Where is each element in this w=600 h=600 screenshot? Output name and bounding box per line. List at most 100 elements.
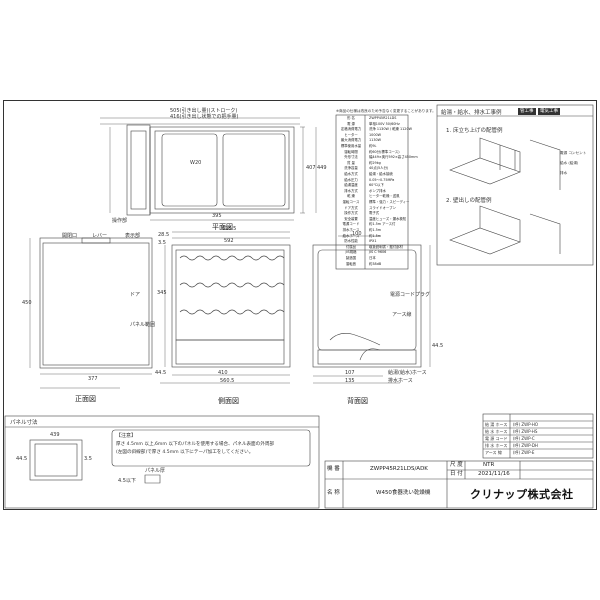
spec-row: 給水方式 給湯・給水接続 bbox=[336, 172, 408, 177]
spec-row: 運転時間約60分(標準コース) bbox=[336, 150, 408, 155]
plan-view-title: 平面図 bbox=[212, 223, 233, 231]
spec-value: ZWPP45R21LDS bbox=[369, 116, 397, 120]
legend-item-code: (呼) ZWP-HO bbox=[513, 421, 539, 427]
handle-note: 操作部 bbox=[112, 218, 128, 224]
spec-key: 形 名 bbox=[347, 116, 355, 120]
legend-item-code: (呼) ZWP-DH bbox=[513, 442, 538, 448]
spec-row: 給水ホース 約1.5m bbox=[336, 234, 408, 239]
legend-item-code: (呼) ZWP-C bbox=[513, 435, 535, 441]
spec-row: 乾 燥 ヒーター乾燥・送風 bbox=[336, 194, 408, 199]
spec-row: JIS規格 JIS C 9606 bbox=[336, 250, 408, 255]
spec-key: 付属品 bbox=[345, 244, 357, 249]
spec-key: 電 源 bbox=[347, 121, 355, 126]
dim-44-5-side: 44.5 bbox=[155, 370, 167, 376]
plumbing-sec2: 2. 壁出しの配管例 bbox=[446, 198, 492, 204]
plumbing-title: 給湯・給水、排水工事例 bbox=[441, 110, 502, 116]
spec-value: 単相100V 50/60Hz bbox=[369, 121, 400, 126]
dim-135: 135 bbox=[345, 378, 355, 384]
dim-28: 28.5 bbox=[158, 232, 170, 238]
spec-value: JIS C 9606 bbox=[369, 250, 387, 255]
spec-row: 防水性能 IPX1 bbox=[336, 239, 408, 244]
spec-value: 温度ヒューズ・漏水検知 bbox=[369, 216, 407, 221]
panel-dim-4-5: 4.5以下 bbox=[118, 478, 136, 484]
spec-key: 操作方式 bbox=[344, 211, 358, 216]
panel-thickness-label: パネル厚 bbox=[145, 468, 166, 474]
spec-row: 外形寸法幅449×奥行592×高さ450mm bbox=[336, 155, 417, 160]
legend-item-name: アース 線 bbox=[485, 449, 502, 455]
dim-560: 560.5 bbox=[220, 378, 235, 384]
dim-107: 107 bbox=[345, 370, 355, 376]
spec-value: 0.05〜0.75MPa bbox=[369, 177, 395, 182]
spec-value: 60℃以下 bbox=[369, 183, 384, 188]
plumbing-sec1: 1. 床立ち上げの配管例 bbox=[446, 128, 503, 134]
spec-value: 1000W bbox=[369, 132, 381, 137]
spec-value: IPX1 bbox=[369, 239, 377, 244]
spec-key: 乾 燥 bbox=[347, 194, 355, 199]
dim-592: 592 bbox=[224, 238, 234, 244]
dim-44-5-back: 44.5 bbox=[432, 343, 444, 349]
spec-key: JIS規格 bbox=[345, 250, 357, 255]
spec-row: 標準使用水量約9L bbox=[336, 144, 408, 149]
date-label: 日 付 bbox=[450, 471, 463, 477]
indicator-label: 表示部 bbox=[125, 233, 141, 239]
door-label: ドア bbox=[130, 292, 141, 298]
dim-377: 377 bbox=[88, 376, 98, 382]
scale-value: NTR bbox=[483, 462, 495, 468]
spec-value: 給湯・給水接続 bbox=[369, 172, 393, 176]
spec-key: 標準使用水量 bbox=[340, 144, 362, 148]
spec-value: 洗浄 1130W / 乾燥 1120W bbox=[369, 127, 412, 132]
supply-hose-label: 給湯(給水)ホース bbox=[388, 370, 427, 376]
spec-row: 質 量約29kg bbox=[336, 161, 408, 166]
spec-value: ポンプ排水 bbox=[369, 188, 386, 193]
panel-note-1: 厚さ 4.5mm 以上,6mm 以下のパネルを使用する場合、パネル表面の外周部 bbox=[116, 442, 275, 447]
panel-dim-3-5: 3.5 bbox=[84, 456, 92, 462]
spec-key: 給水圧力 bbox=[344, 177, 358, 182]
panel-dim-44-5: 44.5 bbox=[16, 456, 28, 462]
spec-value: スライドオープン bbox=[369, 205, 396, 210]
spec-value: 約1.5m bbox=[369, 233, 382, 238]
spec-key: 製造国 bbox=[345, 256, 357, 260]
spec-row: 給湯温度 60℃以下 bbox=[336, 183, 408, 188]
spec-key: 質 量 bbox=[347, 160, 355, 165]
spec-key: 給水方式 bbox=[344, 172, 358, 176]
dim-100: 100 bbox=[352, 231, 362, 237]
spec-row: 電 源 単相100V 50/60Hz bbox=[336, 122, 408, 127]
panel-dim-439: 439 bbox=[50, 432, 60, 438]
spec-row: 排水方式ポンプ排水 bbox=[336, 189, 408, 194]
spec-row: 給水圧力 0.05〜0.75MPa bbox=[336, 178, 408, 183]
earth-label: アース線 bbox=[392, 312, 412, 318]
legend-item-code: (呼) ZWP-HS bbox=[513, 428, 538, 434]
dim-449-plan: 449 bbox=[317, 165, 327, 171]
name-label: 名 称 bbox=[327, 490, 340, 496]
spec-value: 約38dB bbox=[369, 261, 382, 266]
panel-notes-title: 【注意】 bbox=[116, 433, 137, 439]
plumbing-note-drain: 排水 bbox=[560, 171, 568, 175]
spec-key: 排水ホース bbox=[342, 228, 360, 232]
spec-key: 防水性能 bbox=[344, 239, 358, 244]
spec-key: 給水ホース bbox=[342, 233, 360, 238]
spec-value: ヒーター乾燥・送風 bbox=[369, 194, 400, 199]
spec-row: 運転コース標準・強力・スピーディー bbox=[336, 200, 410, 205]
spec-value: 40点(5人分) bbox=[369, 166, 389, 171]
panel-size-title: パネル寸法 bbox=[10, 420, 38, 426]
plumbing-note-outlet: 電源 コンセント bbox=[560, 151, 587, 155]
spec-value: 約1.5m bbox=[369, 228, 382, 232]
spec-key: 運転時間 bbox=[344, 149, 358, 154]
w20-label: W20 bbox=[190, 160, 202, 166]
cord-label: 電源コードプラグ bbox=[390, 292, 431, 298]
legend-item-name: 排 水 ホース bbox=[485, 442, 508, 448]
spec-key: 洗浄容量 bbox=[344, 166, 358, 171]
drawing-frame bbox=[3, 100, 597, 510]
spec-row: 製造国日本 bbox=[336, 256, 408, 261]
spec-key: 給湯温度 bbox=[344, 183, 358, 188]
spec-row: 運転音 約38dB bbox=[336, 262, 408, 267]
spec-key: 運転音 bbox=[345, 261, 357, 266]
spec-key: 外形寸法 bbox=[344, 155, 358, 160]
front-view-title: 正面図 bbox=[75, 395, 96, 403]
spec-key: 安全装置 bbox=[344, 216, 358, 221]
spec-key: ドア方式 bbox=[344, 205, 358, 210]
company-name: クリナップ株式会社 bbox=[470, 488, 574, 501]
